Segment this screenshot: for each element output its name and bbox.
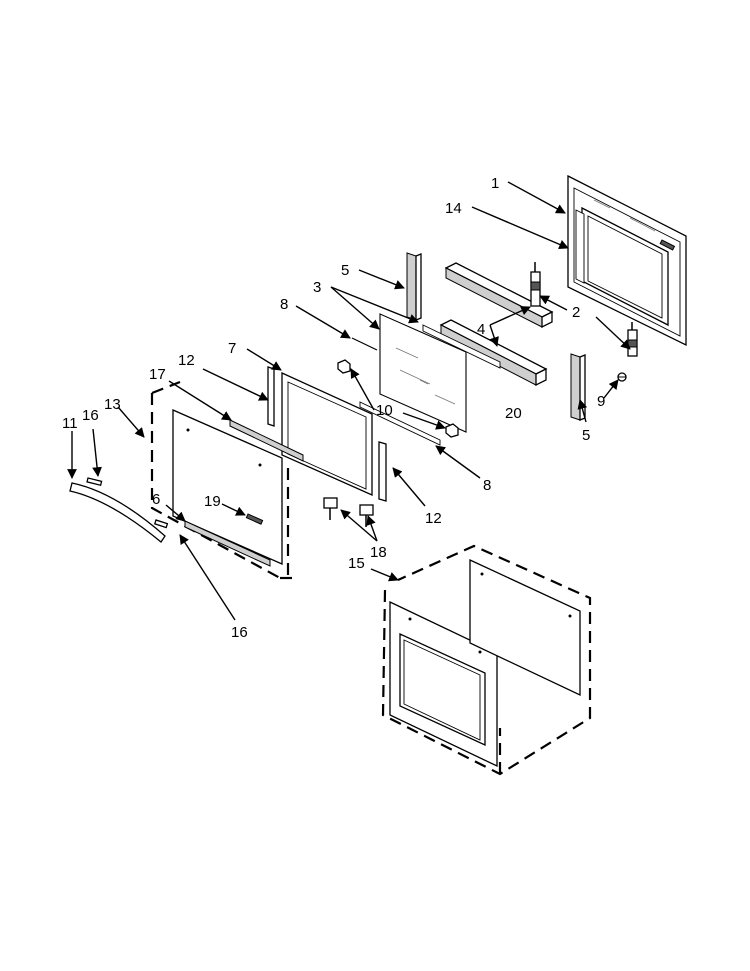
- part-12-side-bracket-right[interactable]: [378, 441, 387, 502]
- callout-label-3: 3: [313, 279, 321, 296]
- part-6-lower-trim[interactable]: [184, 520, 271, 567]
- callout-label-2: 2: [572, 304, 580, 321]
- callout-label-8-lower: 8: [483, 477, 491, 494]
- callout-label-12-left: 12: [178, 352, 195, 369]
- callout-label-5-lower: 5: [582, 427, 590, 444]
- part-3-inner-glass-panel[interactable]: [379, 313, 467, 433]
- part-13-outer-glass-panel: [172, 409, 283, 565]
- part-10-clip-left[interactable]: [337, 359, 351, 374]
- part-2-hinge-lower[interactable]: [627, 322, 638, 357]
- part-2-hinge-upper[interactable]: [530, 262, 541, 307]
- part-4-door-channel-lower[interactable]: [439, 319, 548, 387]
- part-13-outer-door-glass-assembly[interactable]: [150, 380, 292, 580]
- callout-label-9: 9: [597, 393, 605, 410]
- part-16-handle-end-cap-upper[interactable]: [86, 477, 103, 487]
- callout-labels: 1 14 5 3 8 4 2 9 5 20 7 12 17 13 16 11 1…: [62, 175, 605, 641]
- part-5-hinge-channel-upper[interactable]: [406, 252, 422, 321]
- part-19-glass-label[interactable]: [245, 513, 264, 525]
- part-8-spacer-upper[interactable]: [351, 337, 378, 351]
- part-8-spacer-lower[interactable]: [359, 401, 441, 446]
- callout-label-12-right: 12: [425, 510, 442, 527]
- part-14-door-window-gasket[interactable]: [575, 209, 585, 284]
- callout-label-15: 15: [348, 555, 365, 572]
- callout-label-16-upper: 16: [82, 407, 99, 424]
- callout-label-20: 20: [505, 405, 522, 422]
- part-15-complete-door-assembly[interactable]: [381, 544, 592, 776]
- callout-label-5-upper: 5: [341, 262, 349, 279]
- callout-label-7: 7: [228, 340, 236, 357]
- callout-label-1: 1: [491, 175, 499, 192]
- part-7-door-frame[interactable]: [281, 371, 373, 497]
- callout-label-16-lower: 16: [231, 624, 248, 641]
- leader-lines: [67, 181, 631, 621]
- callout-label-10: 10: [376, 402, 393, 419]
- callout-label-13: 13: [104, 396, 121, 413]
- part-18-hinge-receiver-right[interactable]: [359, 504, 374, 527]
- callout-label-11: 11: [62, 415, 78, 432]
- part-11-door-handle[interactable]: [69, 482, 166, 543]
- part-20-glass-strip[interactable]: [422, 324, 501, 369]
- callout-label-19: 19: [204, 493, 221, 510]
- callout-label-6: 6: [152, 491, 160, 508]
- part-9-screw[interactable]: [617, 372, 627, 382]
- part-15-door-back-panel: [469, 558, 581, 697]
- callout-label-14: 14: [445, 200, 462, 217]
- callout-label-17: 17: [149, 366, 166, 383]
- callout-label-4: 4: [477, 321, 485, 338]
- callout-label-18: 18: [370, 544, 387, 561]
- part-1-outer-door-panel[interactable]: [567, 174, 687, 347]
- part-10-clip-right[interactable]: [445, 423, 459, 438]
- part-15-door-front-panel: [389, 600, 498, 768]
- part-16-handle-end-cap-lower[interactable]: [153, 519, 169, 529]
- callout-label-8-upper: 8: [280, 296, 288, 313]
- part-12-side-bracket-left[interactable]: [267, 366, 275, 427]
- part-17-upper-trim[interactable]: [229, 419, 304, 462]
- part-18-hinge-receiver-left[interactable]: [323, 497, 338, 520]
